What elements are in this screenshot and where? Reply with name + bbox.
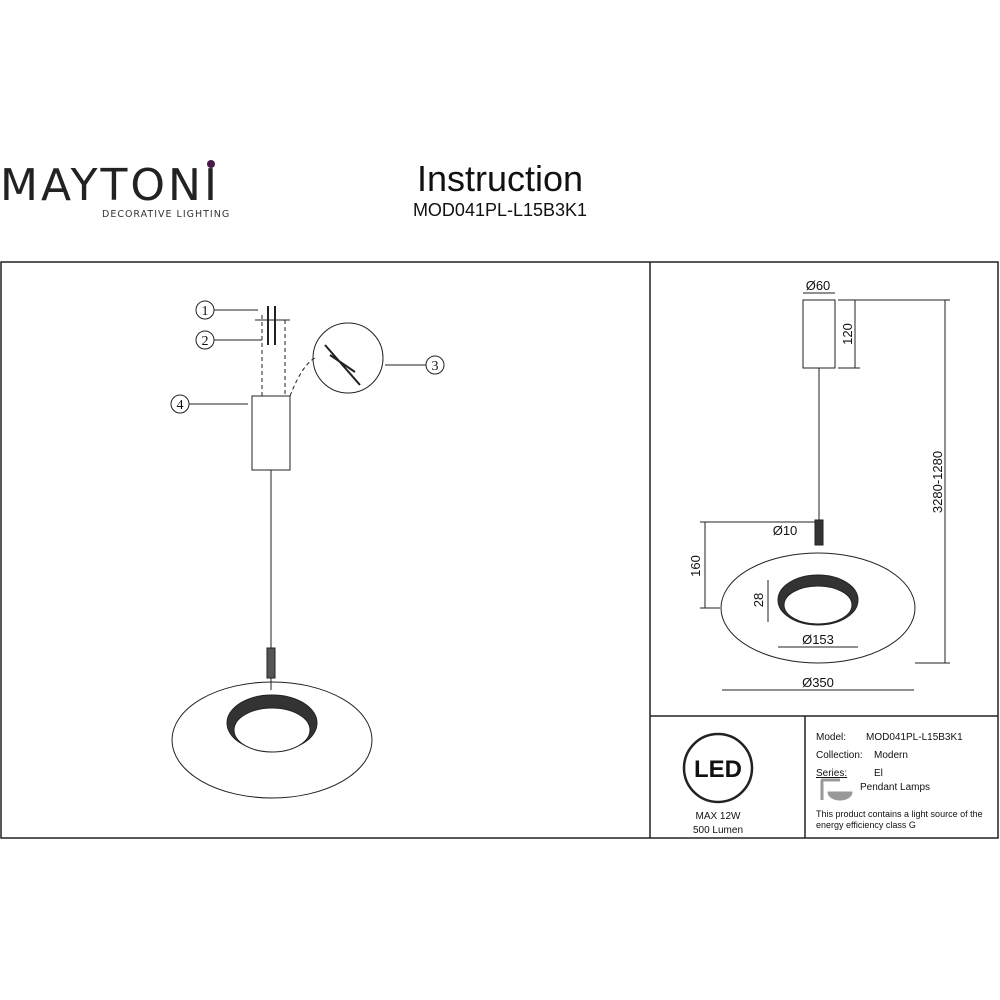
dim-canopy-diameter: Ø60	[806, 278, 831, 293]
callout-label: 1	[202, 304, 209, 319]
model-value: MOD041PL-L15B3K1	[866, 732, 963, 743]
callout-label: 2	[202, 334, 209, 349]
energy-note: This product contains a light source of …	[816, 809, 983, 830]
series-label: Series:	[816, 768, 848, 779]
logo-dot	[207, 160, 215, 168]
led-badge	[682, 732, 754, 804]
callout-label: 4	[177, 398, 184, 413]
dim-total-height: 3280-1280	[930, 451, 945, 513]
pendant-lamp-icon	[820, 778, 853, 801]
model-label: Model:	[816, 732, 847, 743]
max-power: MAX 12W	[695, 811, 741, 822]
installation-drawing: 1 2 3 4	[170, 300, 445, 799]
dim-cord-diameter: Ø10	[773, 523, 798, 538]
page-title: Instruction	[416, 158, 584, 199]
frame	[0, 261, 999, 839]
dim-ring-diameter: Ø153	[802, 632, 834, 647]
brand-subtitle: DECORATIVE LIGHTING	[102, 209, 231, 220]
dim-disc-diameter: Ø350	[802, 675, 834, 690]
lamp-type: Pendant Lamps	[860, 782, 931, 793]
collection-label: Collection:	[816, 750, 863, 761]
dim-canopy-height: 120	[840, 323, 855, 345]
callout-2	[195, 330, 262, 350]
led-label: LED	[694, 756, 742, 783]
series-value: El	[874, 768, 883, 779]
dim-ring-height: 28	[751, 593, 766, 607]
callout-3	[385, 355, 445, 375]
callout-4	[170, 394, 248, 414]
callout-1	[195, 300, 258, 320]
collection-value: Modern	[874, 750, 908, 761]
model-code: MOD041PL-L15B3K1	[412, 200, 588, 220]
callout-label: 3	[432, 359, 439, 374]
dim-lamp-height: 160	[688, 555, 703, 577]
dimension-drawing: Ø60 120 3280-1280 Ø10 160 28 Ø153 Ø350	[688, 278, 950, 691]
brand-logo: MAYTONI	[0, 160, 220, 211]
lumen: 500 Lumen	[692, 825, 744, 836]
